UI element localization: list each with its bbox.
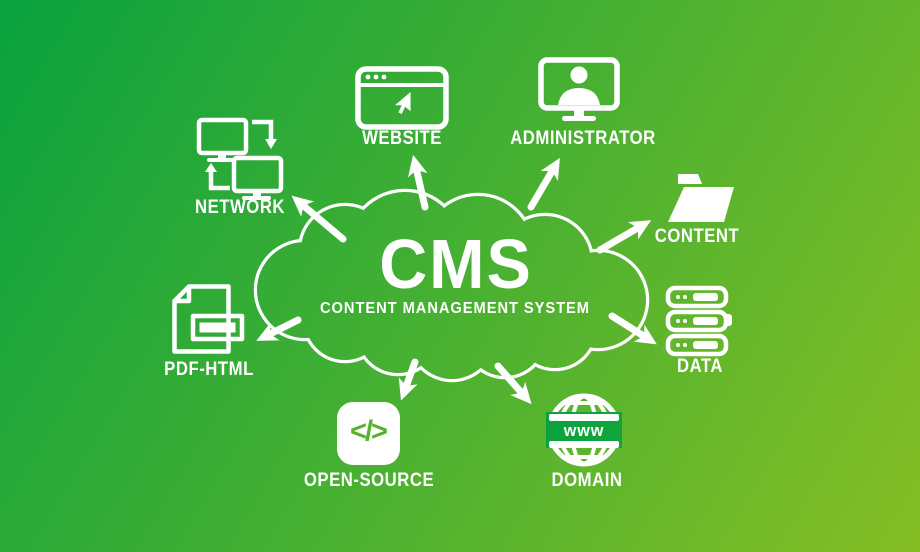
cms-title: CMS (379, 225, 533, 303)
server-stack-icon (665, 285, 732, 357)
cursor-arrow-glyph (395, 92, 411, 114)
monitor-user-icon (538, 57, 620, 121)
node-label-open-source: OPEN-SOURCE (303, 470, 435, 491)
node-label-administrator: ADMINISTRATOR (510, 128, 656, 149)
arrow-to-data (608, 312, 657, 345)
arrow-to-open-source (398, 358, 419, 401)
open-folder-icon (668, 174, 734, 222)
node-label-pdf-html: PDF-HTML (164, 359, 254, 380)
node-label-data: DATA (676, 356, 724, 377)
arrow-to-administrator (527, 157, 560, 211)
cms-cloud-shape (253, 188, 650, 383)
browser-cursor-icon (355, 66, 449, 130)
arrow-to-website (408, 154, 429, 211)
arrow-to-content (596, 220, 652, 254)
arrow-to-pdf-html (256, 316, 302, 341)
node-label-website: WEBSITE (362, 128, 442, 149)
arrow-to-domain (494, 362, 532, 405)
code-brackets-glyph: </> (350, 415, 388, 448)
document-convert-icon (172, 284, 245, 354)
arrow-to-network (291, 195, 347, 243)
node-label-network: NETWORK (194, 197, 286, 218)
globe-www-text: www (563, 421, 605, 440)
node-label-content: CONTENT (654, 226, 740, 247)
globe-www-icon (546, 393, 622, 467)
node-label-domain: DOMAIN (551, 470, 623, 491)
network-monitors-sync-icon (196, 117, 284, 200)
code-brackets-icon (337, 402, 400, 465)
cms-subtitle: CONTENT MANAGEMENT SYSTEM (320, 300, 590, 317)
